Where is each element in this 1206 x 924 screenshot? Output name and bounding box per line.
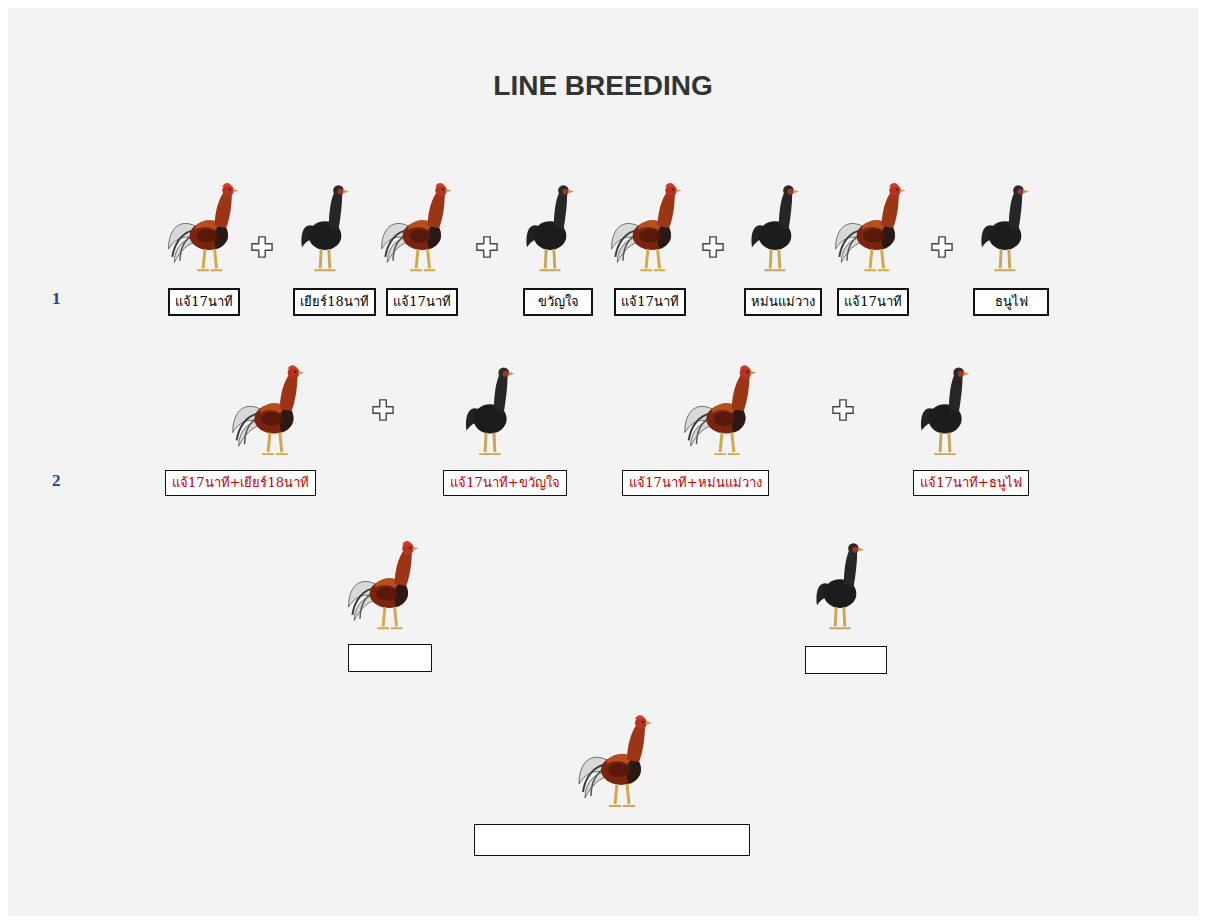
- breed-name: เยียร์18นาที: [300, 294, 369, 310]
- rooster-figure: [612, 183, 682, 270]
- breed-box: ขวัญใจ: [523, 288, 593, 316]
- hen-figure: [981, 185, 1029, 270]
- plus-sign: [932, 237, 952, 257]
- breed-name: แจ้17นาที: [621, 294, 679, 310]
- breed-name: แจ้17นาที: [844, 294, 902, 310]
- breed-box: แจ้17นาที: [837, 288, 909, 316]
- hen-figure: [466, 367, 515, 454]
- breed-box: แจ้17นาที+ขวัญใจ: [443, 470, 567, 496]
- row-number: 2: [52, 471, 61, 491]
- breed-name: ธนูไฟ: [995, 294, 1028, 310]
- rooster-figure: [169, 183, 239, 270]
- result-box: [805, 646, 887, 674]
- breed-name: หม่นแม่วาง: [751, 294, 815, 310]
- diagram-title: LINE BREEDING: [0, 70, 1206, 102]
- hen-figure: [751, 185, 799, 270]
- plus-sign: [477, 237, 497, 257]
- hen-figure: [301, 185, 349, 270]
- hen-figure: [526, 185, 574, 270]
- rooster-figure: [349, 541, 419, 628]
- rooster-figure: [382, 183, 452, 270]
- breed-box: เยียร์18นาที: [293, 288, 376, 316]
- breed-box: แจ้17นาที: [168, 288, 240, 316]
- breed-box: แจ้17นาที: [386, 288, 458, 316]
- plus-sign: [703, 237, 723, 257]
- rooster-figure: [579, 715, 652, 806]
- plus-sign: [373, 400, 393, 420]
- breed-box: แจ้17นาที+ธนูไฟ: [913, 470, 1029, 496]
- breed-name: แจ้17นาที+เยียร์18นาที: [172, 475, 309, 491]
- row-number: 1: [52, 289, 61, 309]
- breed-box: แจ้17นาที: [614, 288, 686, 316]
- result-box: [348, 644, 432, 672]
- breed-box: แจ้17นาที+เยียร์18นาที: [165, 470, 316, 496]
- breed-name: แจ้17นาที+หม่นแม่วาง: [629, 475, 761, 491]
- breed-name: แจ้17นาที+ธนูไฟ: [920, 475, 1021, 491]
- rooster-figure: [233, 365, 305, 454]
- breed-box: หม่นแม่วาง: [744, 288, 822, 316]
- breed-name: แจ้17นาที: [175, 294, 233, 310]
- breed-box: แจ้17นาที+หม่นแม่วาง: [622, 470, 769, 496]
- background-panel: [8, 8, 1198, 916]
- hen-figure: [921, 367, 970, 454]
- rooster-figure: [685, 365, 757, 454]
- plus-sign: [833, 400, 853, 420]
- breed-name: แจ้17นาที: [393, 294, 451, 310]
- hen-figure: [816, 543, 864, 628]
- breed-name: ขวัญใจ: [538, 294, 579, 310]
- result-box: [474, 824, 750, 856]
- rooster-figure: [836, 183, 906, 270]
- breed-name: แจ้17นาที+ขวัญใจ: [450, 475, 559, 491]
- breed-box: ธนูไฟ: [973, 288, 1049, 316]
- plus-sign: [252, 237, 272, 257]
